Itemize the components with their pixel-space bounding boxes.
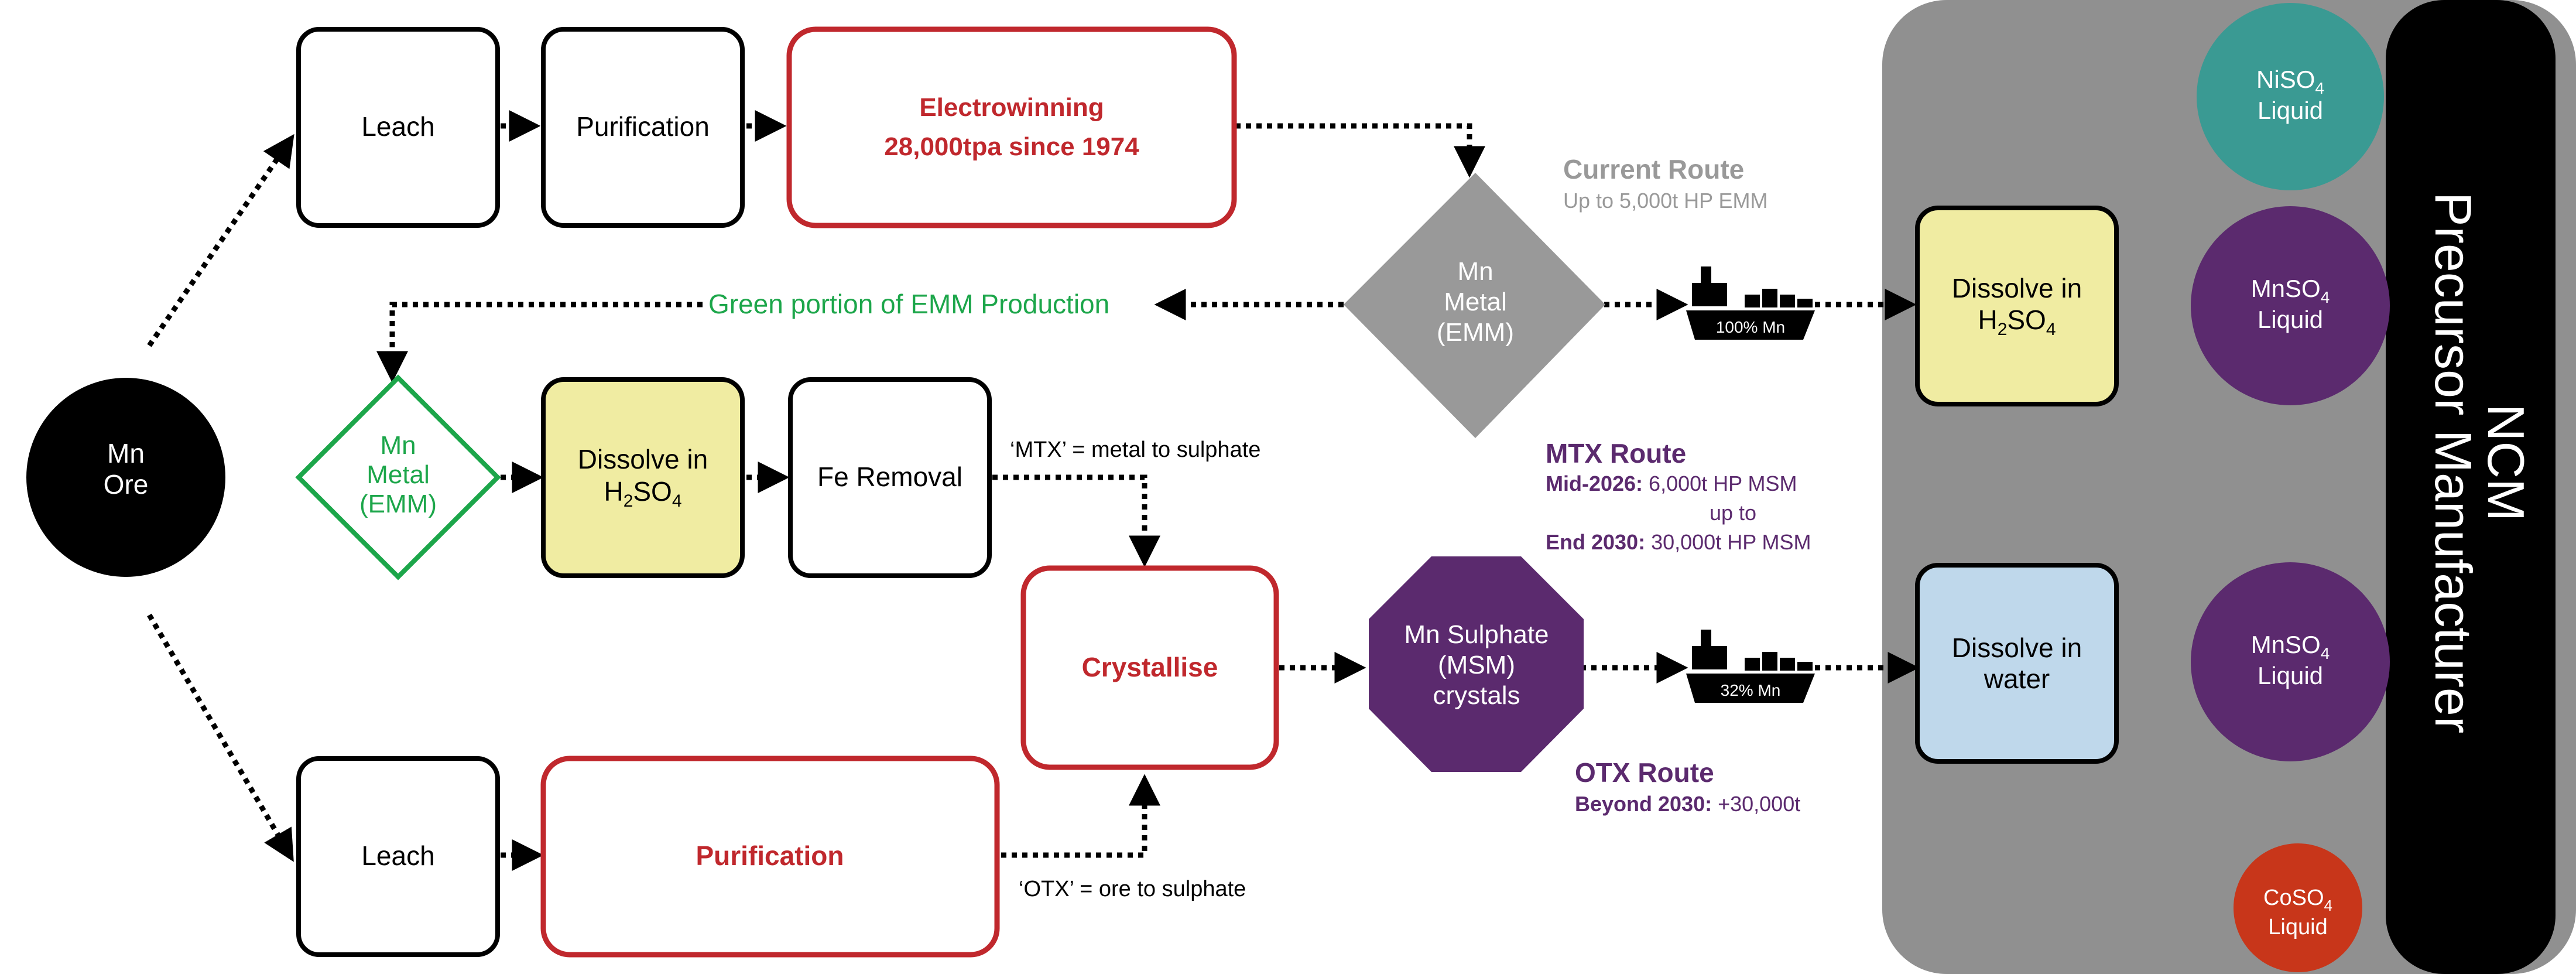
flow-connectors — [147, 110, 1920, 871]
bottom-purification-box: Purification — [540, 756, 1000, 958]
electrowinning-title: Electrowinning — [919, 93, 1104, 122]
mtx-route-line3: End 2030: 30,000t HP MSM — [1546, 530, 1811, 554]
msm-octagon: Mn Sulphate (MSM) crystals — [1369, 556, 1584, 772]
mnso4-top-formula: MnSO4 — [2251, 275, 2330, 306]
coso4-liquid-circle: CoSO4 Liquid — [2234, 843, 2362, 972]
current-route-title: Current Route — [1563, 154, 1744, 184]
top-purification-label: Purification — [576, 111, 710, 142]
otx-route-info: OTX Route Beyond 2030: +30,000t — [1575, 757, 1800, 816]
otx-route-line1: Beyond 2030: +30,000t — [1575, 792, 1800, 816]
ship-32-mn: 32% Mn — [1686, 630, 1815, 703]
emm-line3: (EMM) — [359, 490, 437, 518]
dissolve-h2so4-box: Dissolve in H2SO4 — [541, 377, 745, 578]
customer-dissolve-formula: H2SO4 — [1978, 305, 2056, 339]
fe-removal-box: Fe Removal — [788, 377, 992, 578]
mnso4-liquid-circle-top: MnSO4 Liquid — [2191, 206, 2390, 405]
msm-line3: crystals — [1433, 681, 1520, 710]
hub-line1: Mn — [1457, 257, 1493, 286]
otx-note: ‘OTX’ = ore to sulphate — [1019, 877, 1246, 901]
mnso4-top-liquid: Liquid — [2258, 306, 2323, 333]
emm-line2: Metal — [366, 460, 430, 489]
current-route-info: Current Route Up to 5,000t HP EMM — [1563, 154, 1768, 213]
top-leach-label: Leach — [361, 111, 434, 142]
dissolve-line1: Dissolve in — [578, 444, 708, 474]
customer-dissolve-water-box: Dissolve in water — [1915, 563, 2119, 764]
hub-line3: (EMM) — [1437, 318, 1514, 347]
customer-dissolve-line1: Dissolve in — [1952, 273, 2082, 303]
ore-line1: Mn — [107, 438, 145, 469]
coso4-liquid: Liquid — [2268, 915, 2327, 939]
ship-100-label: 100% Mn — [1716, 318, 1785, 336]
green-portion-label: Green portion of EMM Production — [708, 289, 1109, 319]
bottom-leach-box: Leach — [296, 756, 500, 957]
ore-line2: Ore — [104, 469, 149, 500]
niso4-liquid-circle: NiSO4 Liquid — [2197, 3, 2384, 190]
cargo-ship-icon — [1686, 266, 1815, 340]
mtx-route-line1: Mid-2026: 6,000t HP MSM — [1546, 471, 1797, 495]
customer-water-line1: Dissolve in — [1952, 633, 2082, 663]
mnso4-liquid-circle-bottom: MnSO4 Liquid — [2191, 562, 2390, 761]
top-leach-box: Leach — [296, 27, 500, 228]
current-route-detail: Up to 5,000t HP EMM — [1563, 189, 1768, 213]
mn-metal-hub-diamond: Mn Metal (EMM) — [1344, 173, 1605, 438]
crystallise-label: Crystallise — [1082, 652, 1218, 682]
emm-line1: Mn — [380, 431, 416, 460]
mtx-route-line2: up to — [1710, 501, 1756, 525]
crystallise-box: Crystallise — [1020, 565, 1279, 770]
dissolve-formula: H2SO4 — [604, 476, 681, 511]
customer-water-line2: water — [1984, 664, 2050, 694]
ncm-bar — [2386, 0, 2556, 974]
hub-line2: Metal — [1444, 288, 1507, 316]
msm-line1: Mn Sulphate — [1404, 620, 1549, 649]
top-purification-box: Purification — [541, 27, 745, 228]
bottom-purification-label: Purification — [696, 840, 844, 871]
customer-dissolve-h2so4-box: Dissolve in H2SO4 — [1915, 206, 2119, 406]
msm-line2: (MSM) — [1438, 651, 1515, 679]
mnso4-bottom-formula: MnSO4 — [2251, 631, 2330, 662]
mtx-route-info: MTX Route Mid-2026: 6,000t HP MSM up to … — [1546, 438, 1811, 554]
niso4-liquid: Liquid — [2258, 97, 2323, 124]
ncm-label: NCM Precursor Manufacturer — [2424, 192, 2535, 733]
cargo-ship-icon — [1686, 630, 1815, 703]
coso4-formula: CoSO4 — [2263, 886, 2332, 914]
ncm-subtitle: Precursor Manufacturer — [2424, 192, 2482, 733]
mtx-route-title: MTX Route — [1546, 438, 1686, 469]
ship-32-label: 32% Mn — [1721, 681, 1781, 699]
mnso4-bottom-liquid: Liquid — [2258, 662, 2323, 689]
emm-green-diamond: Mn Metal (EMM) — [295, 374, 501, 580]
otx-route-title: OTX Route — [1575, 757, 1714, 788]
bottom-leach-label: Leach — [361, 840, 434, 871]
ship-100-mn: 100% Mn — [1686, 266, 1815, 340]
niso4-formula: NiSO4 — [2256, 66, 2324, 97]
electrowinning-subtitle: 28,000tpa since 1974 — [884, 132, 1139, 161]
mtx-note: ‘MTX’ = metal to sulphate — [1010, 438, 1260, 462]
ncm-title: NCM — [2477, 404, 2535, 521]
mn-ore-node: Mn Ore — [26, 378, 225, 577]
electrowinning-box: Electrowinning 28,000tpa since 1974 — [786, 26, 1237, 228]
fe-removal-label: Fe Removal — [817, 462, 962, 492]
